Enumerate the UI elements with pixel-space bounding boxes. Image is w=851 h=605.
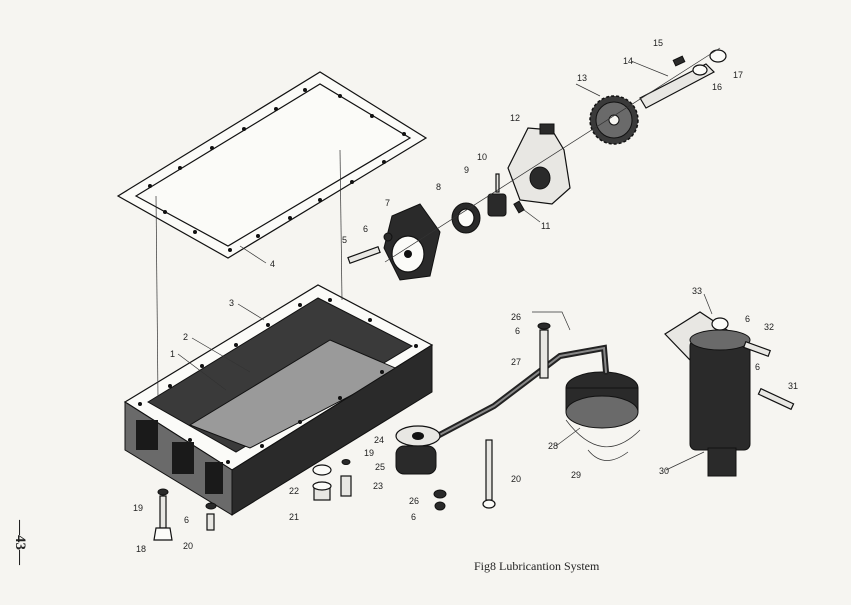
figure-caption: Fig8 Lubricantion System <box>474 559 600 573</box>
callout-17: 17 <box>733 70 743 80</box>
callout-6-pump: 6 <box>363 224 368 234</box>
callout-11: 11 <box>541 221 550 231</box>
callout-25: 25 <box>375 462 385 472</box>
callout-20-left: 20 <box>183 541 193 551</box>
callout-8: 8 <box>436 182 441 192</box>
callout-19-right: 19 <box>364 448 374 458</box>
oil-pan-gasket <box>116 71 428 259</box>
callout-33: 33 <box>692 286 702 296</box>
callout-leaders <box>177 60 713 471</box>
callout-29: 29 <box>571 470 581 480</box>
oil-pan-plugs <box>312 459 352 501</box>
callout-19-left: 19 <box>133 503 143 513</box>
callout-6-filter-lower: 6 <box>755 362 760 372</box>
callout-21: 21 <box>289 512 299 522</box>
callout-32: 32 <box>764 322 774 332</box>
callout-10: 10 <box>477 152 487 162</box>
callout-18: 18 <box>136 544 146 554</box>
callout-20-right: 20 <box>511 474 521 484</box>
callout-30: 30 <box>659 466 669 476</box>
callout-2: 2 <box>183 332 188 342</box>
callout-6-filter-upper: 6 <box>745 314 750 324</box>
callout-12: 12 <box>510 113 520 123</box>
callout-3: 3 <box>229 298 234 308</box>
oil-pump-body <box>507 123 571 214</box>
callout-9: 9 <box>464 165 469 175</box>
callout-26-upper: 26 <box>511 312 521 322</box>
callout-23: 23 <box>373 481 383 491</box>
callout-15: 15 <box>653 38 663 48</box>
pump-axis-line <box>384 47 721 263</box>
oil-pump-cover <box>347 203 441 281</box>
callout-6-pipe-upper: 6 <box>515 326 520 336</box>
pump-shaft-assembly <box>639 49 727 109</box>
page-number: —43— <box>12 519 28 566</box>
oil-filter-assembly <box>664 311 795 477</box>
callout-26-lower: 26 <box>409 496 419 506</box>
callout-6-pan: 6 <box>184 515 189 525</box>
pump-drive-gear <box>589 95 639 145</box>
callouts: 1 2 3 4 5 6 7 8 9 10 11 12 13 14 15 16 1… <box>133 38 798 554</box>
oil-pipe <box>395 311 609 475</box>
callout-16: 16 <box>712 82 722 92</box>
callout-24: 24 <box>374 435 384 445</box>
callout-31: 31 <box>788 381 798 391</box>
callout-4: 4 <box>270 259 275 269</box>
callout-5: 5 <box>342 235 347 245</box>
callout-13: 13 <box>577 73 587 83</box>
callout-22: 22 <box>289 486 299 496</box>
callout-1: 1 <box>170 349 175 359</box>
callout-7: 7 <box>385 198 390 208</box>
callout-14: 14 <box>623 56 633 66</box>
callout-28: 28 <box>548 441 558 451</box>
oil-pan <box>123 284 434 516</box>
pump-rotors <box>451 173 507 234</box>
callout-6-pipe-lower: 6 <box>411 512 416 522</box>
alignment-lines <box>155 149 343 399</box>
pipe-bolts <box>433 439 496 511</box>
callout-27: 27 <box>511 357 521 367</box>
oil-strainer <box>565 371 641 461</box>
drain-bolt-assembly <box>153 488 217 541</box>
